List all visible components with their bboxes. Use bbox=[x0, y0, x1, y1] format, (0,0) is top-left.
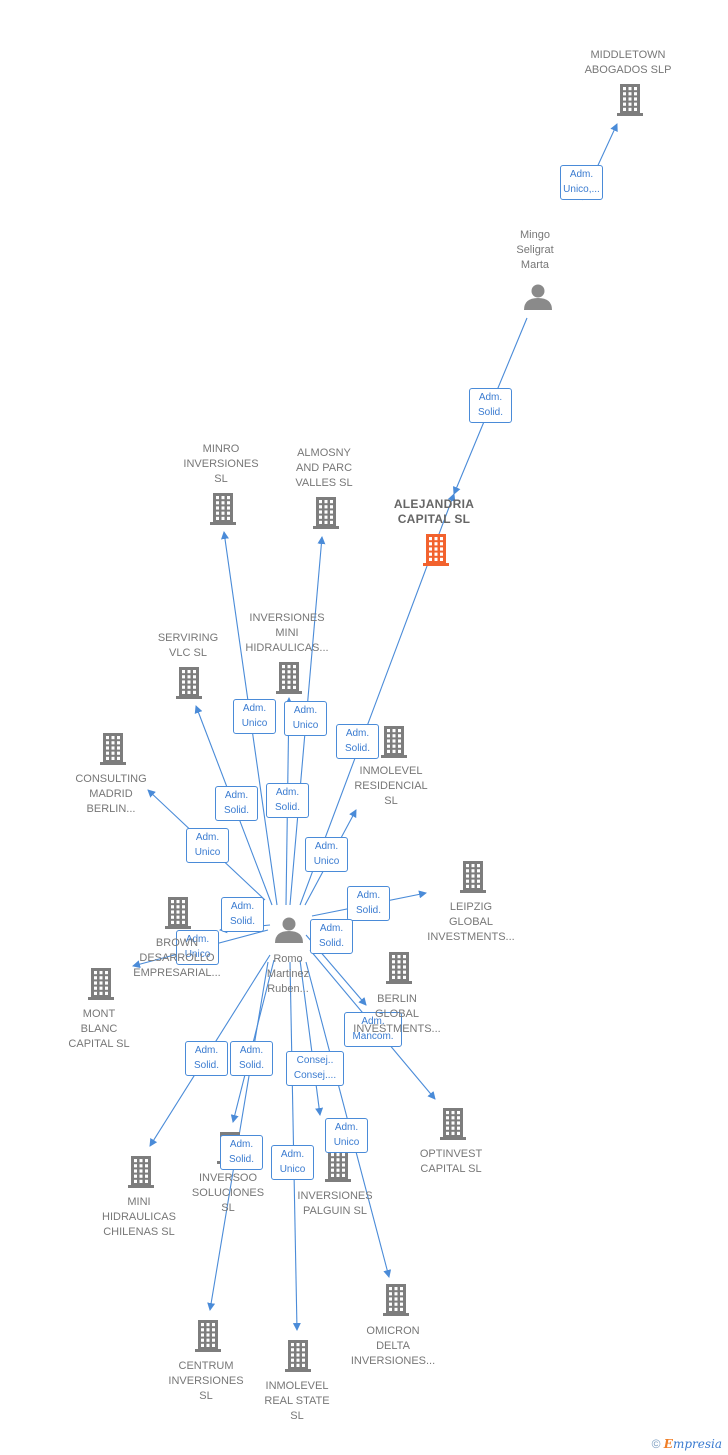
icons-layer bbox=[88, 84, 643, 1372]
edge-role-label[interactable]: Adm. Unico bbox=[176, 930, 219, 965]
edge-role-label[interactable]: Adm. Unico bbox=[284, 701, 327, 736]
edge-role-label[interactable]: Adm. Solid. bbox=[469, 388, 512, 423]
edge-role-label[interactable]: Adm. Solid. bbox=[215, 786, 258, 821]
building-icon[interactable] bbox=[325, 1150, 351, 1182]
edge-role-label[interactable]: Adm. Solid. bbox=[310, 919, 353, 954]
company-name-minro[interactable]: MINRO INVERSIONES SL bbox=[183, 443, 259, 485]
building-icon[interactable] bbox=[460, 861, 486, 893]
edge-role-label[interactable]: Adm. Unico bbox=[271, 1145, 314, 1180]
company-name-omicron[interactable]: OMICRON DELTA INVERSIONES... bbox=[350, 1325, 436, 1367]
company-name-almosny[interactable]: ALMOSNY AND PARC VALLES SL bbox=[295, 447, 353, 489]
building-icon[interactable] bbox=[276, 662, 302, 694]
company-name-consulting[interactable]: CONSULTING MADRID BERLIN... bbox=[75, 773, 147, 815]
brand-logo: Empresia bbox=[664, 1437, 722, 1451]
company-name-inv-palguin[interactable]: INVERSIONES PALGUIN SL bbox=[297, 1190, 373, 1217]
edge-role-label[interactable]: Adm. Solid. bbox=[336, 724, 379, 759]
edge-romo-to-inv_palguin bbox=[299, 959, 324, 1116]
company-name-alejandria[interactable]: ALEJANDRIA CAPITAL SL bbox=[393, 497, 475, 526]
company-name-mont-blanc[interactable]: MONT BLANC CAPITAL SL bbox=[68, 1008, 130, 1050]
company-name-inversoo[interactable]: INVERSOO SOLUCIONES SL bbox=[191, 1172, 265, 1214]
edge-role-label[interactable]: Adm. Unico bbox=[305, 837, 348, 872]
edge-role-label[interactable]: Adm. Solid. bbox=[230, 1041, 273, 1076]
company-name-centrum[interactable]: CENTRUM INVERSIONES SL bbox=[168, 1360, 244, 1402]
copyright-symbol: © bbox=[651, 1437, 661, 1451]
building-icon[interactable] bbox=[100, 733, 126, 765]
edge-role-label[interactable]: Adm. Solid. bbox=[347, 886, 390, 921]
building-icon[interactable] bbox=[285, 1340, 311, 1372]
edge-role-label[interactable]: Consej.. Consej.... bbox=[286, 1051, 344, 1086]
edge-role-label[interactable]: Adm. Unico bbox=[186, 828, 229, 863]
building-icon[interactable] bbox=[313, 497, 339, 529]
person-icon[interactable] bbox=[275, 917, 303, 944]
company-name-serviring[interactable]: SERVIRING VLC SL bbox=[157, 632, 219, 659]
edge-role-label[interactable]: Adm. Unico bbox=[325, 1118, 368, 1153]
edge-role-label[interactable]: Adm. Solid. bbox=[266, 783, 309, 818]
edge-role-label[interactable]: Adm. Unico bbox=[233, 699, 276, 734]
company-name-mini-hidr-chil[interactable]: MINI HIDRAULICAS CHILENAS SL bbox=[102, 1196, 176, 1238]
building-icon[interactable] bbox=[195, 1320, 221, 1352]
edge-role-label[interactable]: Adm. Solid. bbox=[220, 1135, 263, 1170]
company-name-leipzig[interactable]: LEIPZIG GLOBAL INVESTMENTS... bbox=[427, 901, 515, 943]
building-icon[interactable] bbox=[176, 667, 202, 699]
person-name-romo[interactable]: Romo Martinez Ruben... bbox=[266, 953, 310, 995]
building-icon[interactable] bbox=[165, 897, 191, 929]
brand-rest: mpresia bbox=[672, 1437, 722, 1451]
person-icon[interactable] bbox=[524, 284, 552, 311]
building-icon[interactable] bbox=[88, 968, 114, 1000]
company-name-inv-mini-hidr[interactable]: INVERSIONES MINI HIDRAULICAS... bbox=[245, 612, 329, 654]
company-name-middletown[interactable]: MIDDLETOWN ABOGADOS SLP bbox=[584, 49, 672, 76]
person-name-mingo[interactable]: Mingo Seligrat Marta bbox=[516, 229, 554, 271]
company-name-brown[interactable]: BROWN DESARROLLO EMPRESARIAL... bbox=[133, 937, 221, 979]
building-icon[interactable] bbox=[440, 1108, 466, 1140]
focus-building-icon[interactable] bbox=[423, 534, 449, 566]
company-name-inmolevel-res[interactable]: INMOLEVEL RESIDENCIAL SL bbox=[354, 765, 428, 807]
building-icon[interactable] bbox=[381, 726, 407, 758]
building-icon[interactable] bbox=[210, 493, 236, 525]
company-name-inmolevel-re[interactable]: INMOLEVEL REAL STATE SL bbox=[264, 1380, 330, 1422]
building-icon[interactable] bbox=[617, 84, 643, 116]
footer-brand[interactable]: © Empresia bbox=[652, 1437, 722, 1451]
edge-role-label[interactable]: Adm. Solid. bbox=[185, 1041, 228, 1076]
building-icon[interactable] bbox=[383, 1284, 409, 1316]
edge-role-label[interactable]: Adm. Unico,... bbox=[560, 165, 603, 200]
brand-initial: E bbox=[663, 1437, 673, 1451]
building-icon[interactable] bbox=[386, 952, 412, 984]
building-icon[interactable] bbox=[128, 1156, 154, 1188]
company-name-berlin[interactable]: BERLIN GLOBAL INVESTMENTS... bbox=[353, 993, 441, 1035]
company-name-optinvest[interactable]: OPTINVEST CAPITAL SL bbox=[419, 1148, 483, 1175]
edge-role-label[interactable]: Adm. Solid. bbox=[221, 897, 264, 932]
edge-role-label[interactable]: Adm. Mancom. bbox=[344, 1012, 402, 1047]
